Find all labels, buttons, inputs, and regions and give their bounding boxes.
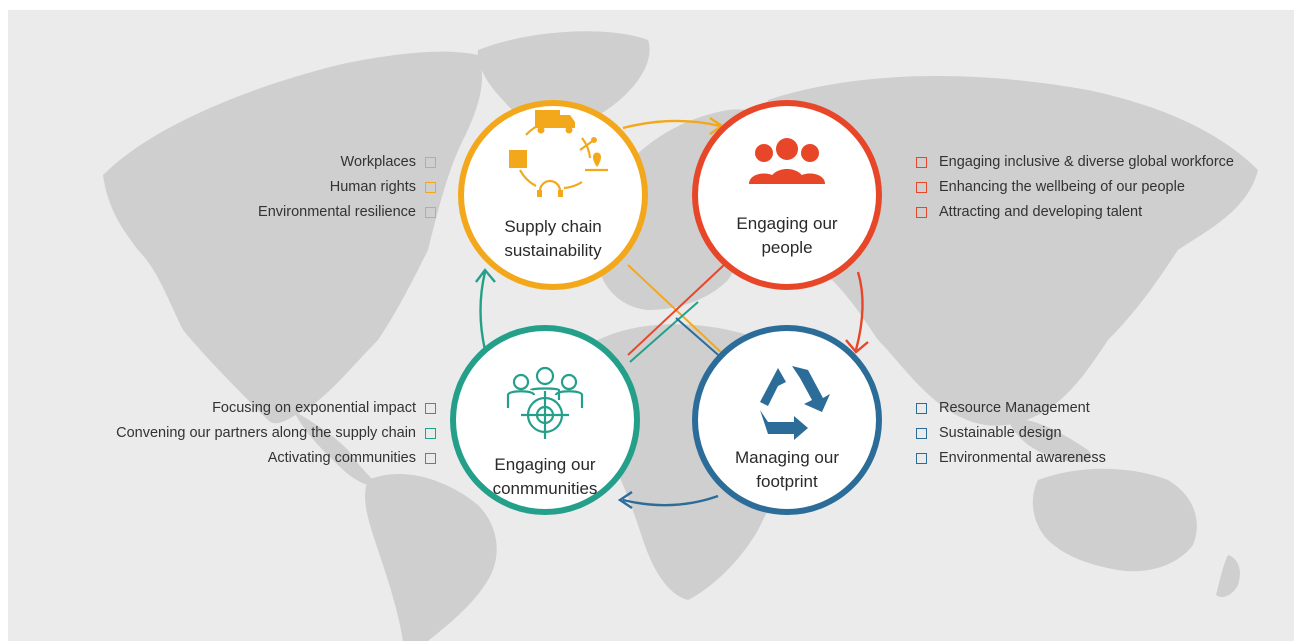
label-supply-line2: sustainability [504,241,602,260]
list-item-text: Attracting and developing talent [939,204,1143,220]
list-engaging-people: Engaging inclusive & diverse global work… [916,150,1234,225]
diag-line-communities-to-people [629,301,699,363]
label-engaging-people: Engaging our people [697,212,877,260]
arc-communities-to-supply [479,271,487,351]
list-item: Resource Management [916,396,1106,421]
list-supply-chain: Workplaces Human rights Environmental re… [258,150,436,225]
checkbox-square-icon [916,428,927,439]
community-target-icon [506,366,584,439]
arc-supply-to-people [622,119,721,130]
list-item-text: Human rights [329,179,416,195]
list-item: Activating communities [116,446,436,471]
list-item-text: Engaging inclusive & diverse global work… [939,154,1234,170]
people-group-icon [749,138,825,184]
map-central-america [293,410,378,486]
list-item: Workplaces [258,150,436,175]
list-item: Sustainable design [916,421,1106,446]
map-greenland [477,31,650,127]
list-managing-footprint: Resource Management Sustainable design E… [916,396,1106,471]
label-people-line1: Engaging our [736,214,838,233]
label-communities-line2: conmmunities [492,479,598,498]
list-item-text: Focusing on exponential impact [212,400,416,416]
checkbox-square-icon [916,453,927,464]
label-communities-line1: Engaging our [494,455,596,474]
checkbox-square-icon [425,157,436,168]
label-footprint-line1: Managing our [735,448,839,467]
circle-managing-footprint [692,325,882,515]
recycle-icon [760,366,830,440]
list-item: Environmental awareness [916,446,1106,471]
list-engaging-communities: Focusing on exponential impact Convening… [116,396,436,471]
label-supply-line1: Supply chain [504,217,602,236]
circle-supply-chain [458,100,648,290]
map-se-asia [1008,419,1092,462]
list-item: Human rights [258,175,436,200]
map-north-america [103,51,483,424]
map-new-zealand [1216,555,1240,597]
map-australia [1032,468,1197,572]
list-item-text: Environmental awareness [939,450,1106,466]
checkbox-square-icon [916,182,927,193]
map-south-america [365,474,497,641]
list-item-text: Sustainable design [939,425,1062,441]
checkbox-square-icon [425,428,436,439]
world-map-background [103,31,1258,641]
arrow-people-to-footprint [845,339,869,354]
list-item: Convening our partners along the supply … [116,421,436,446]
checkbox-square-icon [425,182,436,193]
checkbox-square-icon [916,157,927,168]
list-item-text: Resource Management [939,400,1090,416]
list-item-text: Workplaces [340,154,416,170]
list-item: Focusing on exponential impact [116,396,436,421]
arc-footprint-to-communities [622,494,719,507]
list-item: Attracting and developing talent [916,200,1234,225]
list-item-text: Activating communities [267,450,416,466]
diag-line-people-to-communities [627,264,725,356]
label-engaging-communities: Engaging our conmmunities [455,453,635,501]
checkbox-square-icon [916,403,927,414]
checkbox-square-icon [916,207,927,218]
label-people-line2: people [761,238,813,257]
list-item: Environmental resilience [258,200,436,225]
label-footprint-line2: footprint [756,472,818,491]
circle-engaging-people [692,100,882,290]
arrow-footprint-to-communities [617,491,633,509]
map-asia [766,76,1258,426]
list-item: Enhancing the wellbeing of our people [916,175,1234,200]
checkbox-square-icon [425,207,436,218]
label-supply-chain: Supply chain sustainability [463,215,643,263]
list-item-text: Environmental resilience [258,204,416,220]
checkbox-square-icon [425,453,436,464]
supply-chain-cycle-icon [509,110,608,197]
list-item-text: Convening our partners along the supply … [116,425,416,441]
arc-people-to-footprint [854,271,864,351]
label-managing-footprint: Managing our footprint [697,446,877,494]
checkbox-square-icon [425,403,436,414]
arrow-communities-to-supply [475,268,496,283]
diagram-frame: Supply chain sustainability Engaging our… [8,10,1294,641]
list-item: Engaging inclusive & diverse global work… [916,150,1234,175]
list-item-text: Enhancing the wellbeing of our people [939,179,1185,195]
diag-line-footprint-to-supply [675,317,725,361]
